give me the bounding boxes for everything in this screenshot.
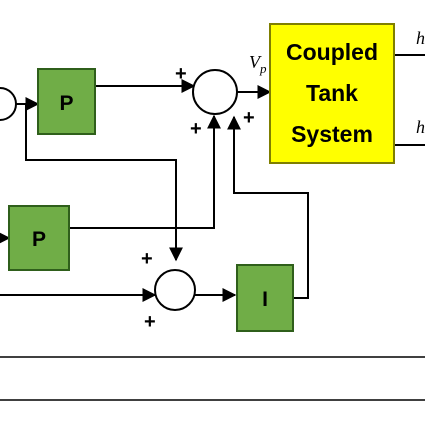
p-block-middle-label: P — [32, 228, 46, 251]
sign-sum2-top: + — [141, 248, 153, 270]
sign-sum2-bottom: + — [144, 311, 156, 333]
coupled-tank-system-block: Coupled Tank System — [269, 23, 395, 164]
signal-wires — [0, 54, 425, 302]
sign-sum1-bottom-right: + — [243, 107, 255, 129]
sign-sum1-left: + — [175, 63, 187, 85]
output-label-bottom: h — [416, 117, 425, 137]
p-block-middle: P — [8, 205, 70, 271]
i-block: I — [236, 264, 294, 332]
sign-sum1-bottom-left: + — [190, 118, 202, 140]
p-block-top-label: P — [59, 92, 73, 115]
summing-junction-integral — [154, 269, 196, 311]
p-block-top: P — [37, 68, 96, 135]
wire-p-mid-to-sum1 — [70, 114, 221, 229]
vp-signal-label: Vp — [249, 52, 267, 76]
output-label-top: h — [416, 28, 425, 48]
i-block-label: I — [262, 288, 268, 311]
plant-label-line1: Coupled — [286, 39, 378, 65]
plant-label-line2: Tank — [306, 80, 358, 106]
plant-label-line3: System — [291, 121, 373, 147]
wire-branch-to-sum2 — [25, 104, 183, 262]
summing-junction-main — [192, 69, 238, 115]
wire-i-to-sum1 — [227, 115, 309, 299]
left-summing-junction — [0, 87, 17, 121]
